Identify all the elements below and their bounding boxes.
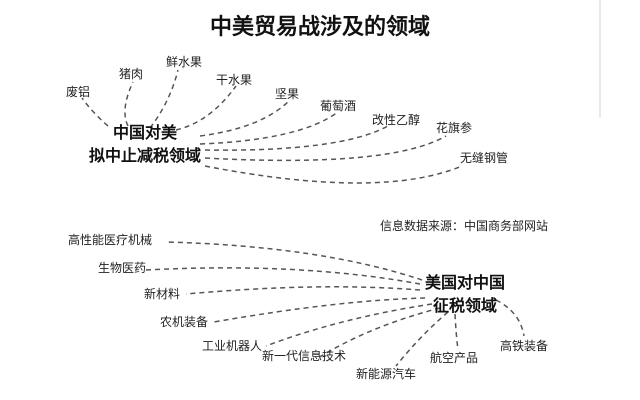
connector-4 (175, 85, 237, 131)
us-item-4: 农机装备 (160, 315, 208, 329)
china-item-9: 无缝钢管 (460, 150, 508, 165)
us-hub-line1: 美国对中国 (425, 273, 505, 292)
us-item-5: 工业机器人 (202, 339, 262, 353)
connector-18 (495, 299, 525, 337)
us-item-9: 高铁装备 (500, 338, 548, 353)
china-item-1: 废铝 (66, 84, 90, 99)
connector-12 (185, 286, 421, 295)
diagram-title: 中美贸易战涉及的领域 (210, 14, 430, 40)
china-connectors (81, 69, 463, 184)
connector-14 (265, 303, 433, 347)
connector-7 (204, 125, 389, 151)
china-item-4: 干水果 (216, 73, 252, 87)
connector-9 (204, 165, 463, 184)
connector-13 (213, 297, 426, 323)
connector-2 (124, 81, 134, 127)
us-hub-line2: 征税领域 (433, 296, 497, 315)
china-item-3: 鲜水果 (166, 55, 202, 69)
connector-10 (165, 241, 423, 281)
china-item-6: 葡萄酒 (320, 99, 356, 113)
china-item-8: 花旗参 (436, 120, 472, 135)
connector-11 (145, 267, 421, 285)
connector-8 (204, 135, 447, 162)
china-hub-line1: 中国对美 (113, 123, 178, 142)
us-connectors (145, 241, 525, 367)
connector-16 (395, 311, 449, 367)
china-hub-line2: 拟中止减税领域 (89, 146, 201, 165)
source-note: 信息数据来源：中国商务部网站 (380, 218, 548, 233)
china-item-2: 猪肉 (119, 67, 143, 81)
connector-6 (199, 111, 339, 145)
us-item-6: 新一代信息技术 (262, 348, 346, 363)
connector-17 (454, 313, 459, 351)
us-item-1: 高性能医疗机械 (68, 232, 152, 247)
us-item-2: 生物医药 (98, 261, 146, 275)
connector-3 (149, 69, 179, 129)
us-item-7: 新能源汽车 (356, 366, 416, 381)
us-item-8: 航空产品 (430, 350, 478, 365)
connector-1 (81, 97, 109, 127)
connector-15 (317, 307, 441, 359)
us-item-3: 新材料 (144, 286, 180, 301)
connector-5 (199, 99, 291, 137)
china-item-5: 坚果 (275, 87, 299, 101)
china-item-7: 改性乙醇 (372, 112, 420, 127)
